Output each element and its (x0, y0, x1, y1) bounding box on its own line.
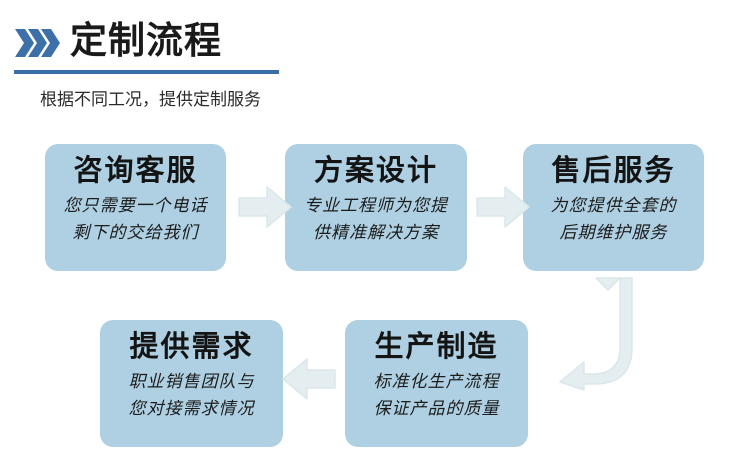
card-title: 咨询客服 (73, 155, 198, 187)
card-desc-line1: 职业销售团队与 (128, 372, 255, 391)
process-step-card-1[interactable]: 咨询客服 您只需要一个电话 剩下的交给我们 (45, 144, 226, 271)
card-desc-line1: 专业工程师为您提 (304, 196, 448, 215)
arrow-right-icon (474, 183, 532, 231)
title-underline-rule (14, 70, 279, 74)
card-title: 售后服务 (551, 155, 676, 187)
page-subtitle: 根据不同工况，提供定制服务 (40, 90, 261, 109)
card-title: 方案设计 (313, 155, 438, 187)
process-step-card-3[interactable]: 售后服务 为您提供全套的 后期维护服务 (523, 144, 704, 271)
process-step-card-2[interactable]: 方案设计 专业工程师为您提 供精准解决方案 (285, 144, 467, 271)
card-desc-line2: 供精准解决方案 (313, 223, 439, 242)
process-step-card-4[interactable]: 提供需求 职业销售团队与 您对接需求情况 (100, 320, 283, 447)
process-step-card-5[interactable]: 生产制造 标准化生产流程 保证产品的质量 (345, 320, 528, 447)
page-header: 定制流程 (14, 18, 294, 72)
card-desc-line1: 为您提供全套的 (550, 196, 677, 215)
card-title: 生产制造 (374, 331, 499, 363)
page-title: 定制流程 (70, 20, 222, 61)
arrow-uturn-down-left-icon (552, 272, 667, 394)
triple-chevron-right-icon (14, 26, 62, 60)
card-title: 提供需求 (129, 331, 254, 363)
card-desc-line2: 后期维护服务 (559, 223, 668, 242)
arrow-right-icon (236, 183, 294, 231)
card-desc-line2: 剩下的交给我们 (72, 223, 199, 242)
card-desc-line2: 保证产品的质量 (373, 399, 500, 418)
arrow-left-icon (280, 355, 338, 403)
card-desc-line1: 标准化生产流程 (373, 372, 500, 391)
card-desc-line2: 您对接需求情况 (128, 399, 255, 418)
card-desc-line1: 您只需要一个电话 (63, 196, 208, 215)
